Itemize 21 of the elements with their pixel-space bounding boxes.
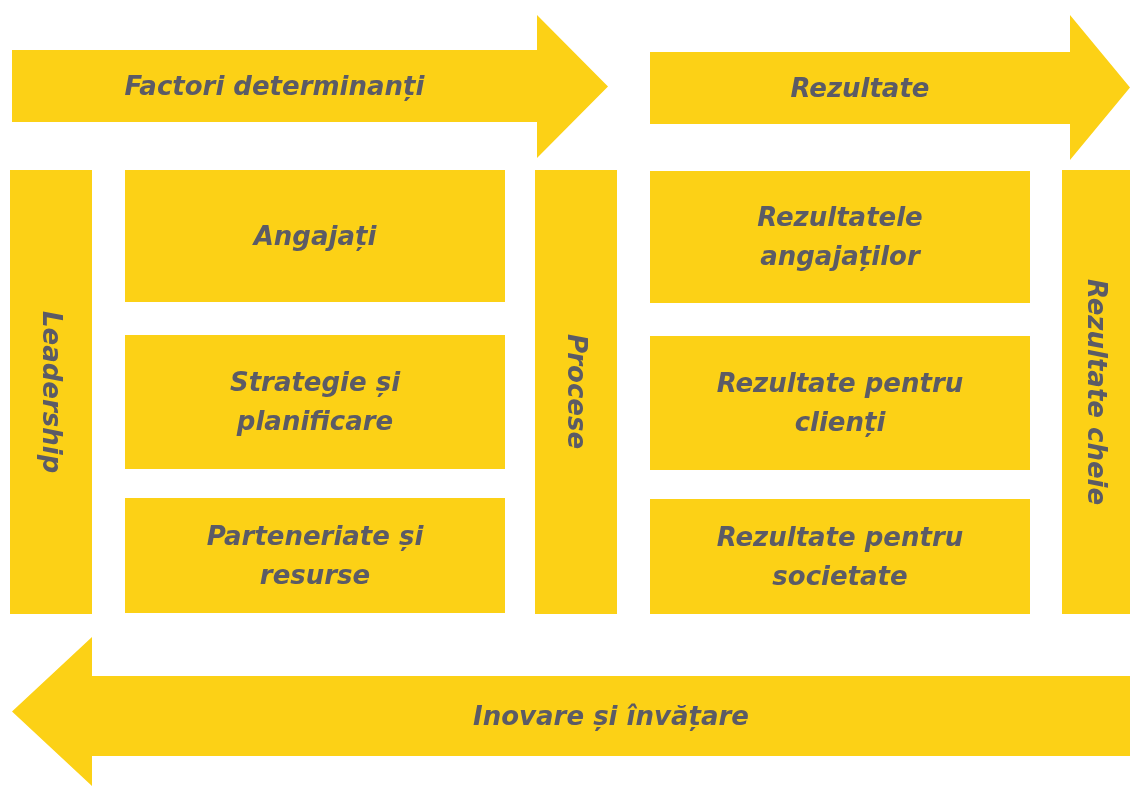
category-box [125, 170, 505, 302]
category-box [10, 170, 92, 614]
category-box [125, 498, 505, 613]
arrow-label: Inovare și învățare [472, 699, 750, 733]
category-box [650, 499, 1030, 614]
category-box [650, 336, 1030, 470]
category-label: Leadership [35, 310, 68, 474]
category-label: Strategie și planificare [228, 366, 402, 438]
category-box [650, 171, 1030, 303]
category-label: Rezultate pentru clienți [715, 367, 965, 439]
arrow-label: Rezultate [789, 71, 931, 105]
category-label: Parteneriate și resurse [205, 519, 425, 592]
category-box [125, 335, 505, 469]
category-box [535, 170, 617, 614]
category-label: Angajați [253, 219, 377, 253]
category-label: Rezultate cheie [1080, 278, 1113, 506]
category-label: Rezultate pentru societate [715, 520, 965, 593]
arrow-label: Factori determinanți [123, 69, 426, 103]
category-label: Rezultatele angajaților [756, 201, 924, 273]
category-box [1062, 170, 1130, 614]
category-label: Procese [560, 334, 593, 450]
